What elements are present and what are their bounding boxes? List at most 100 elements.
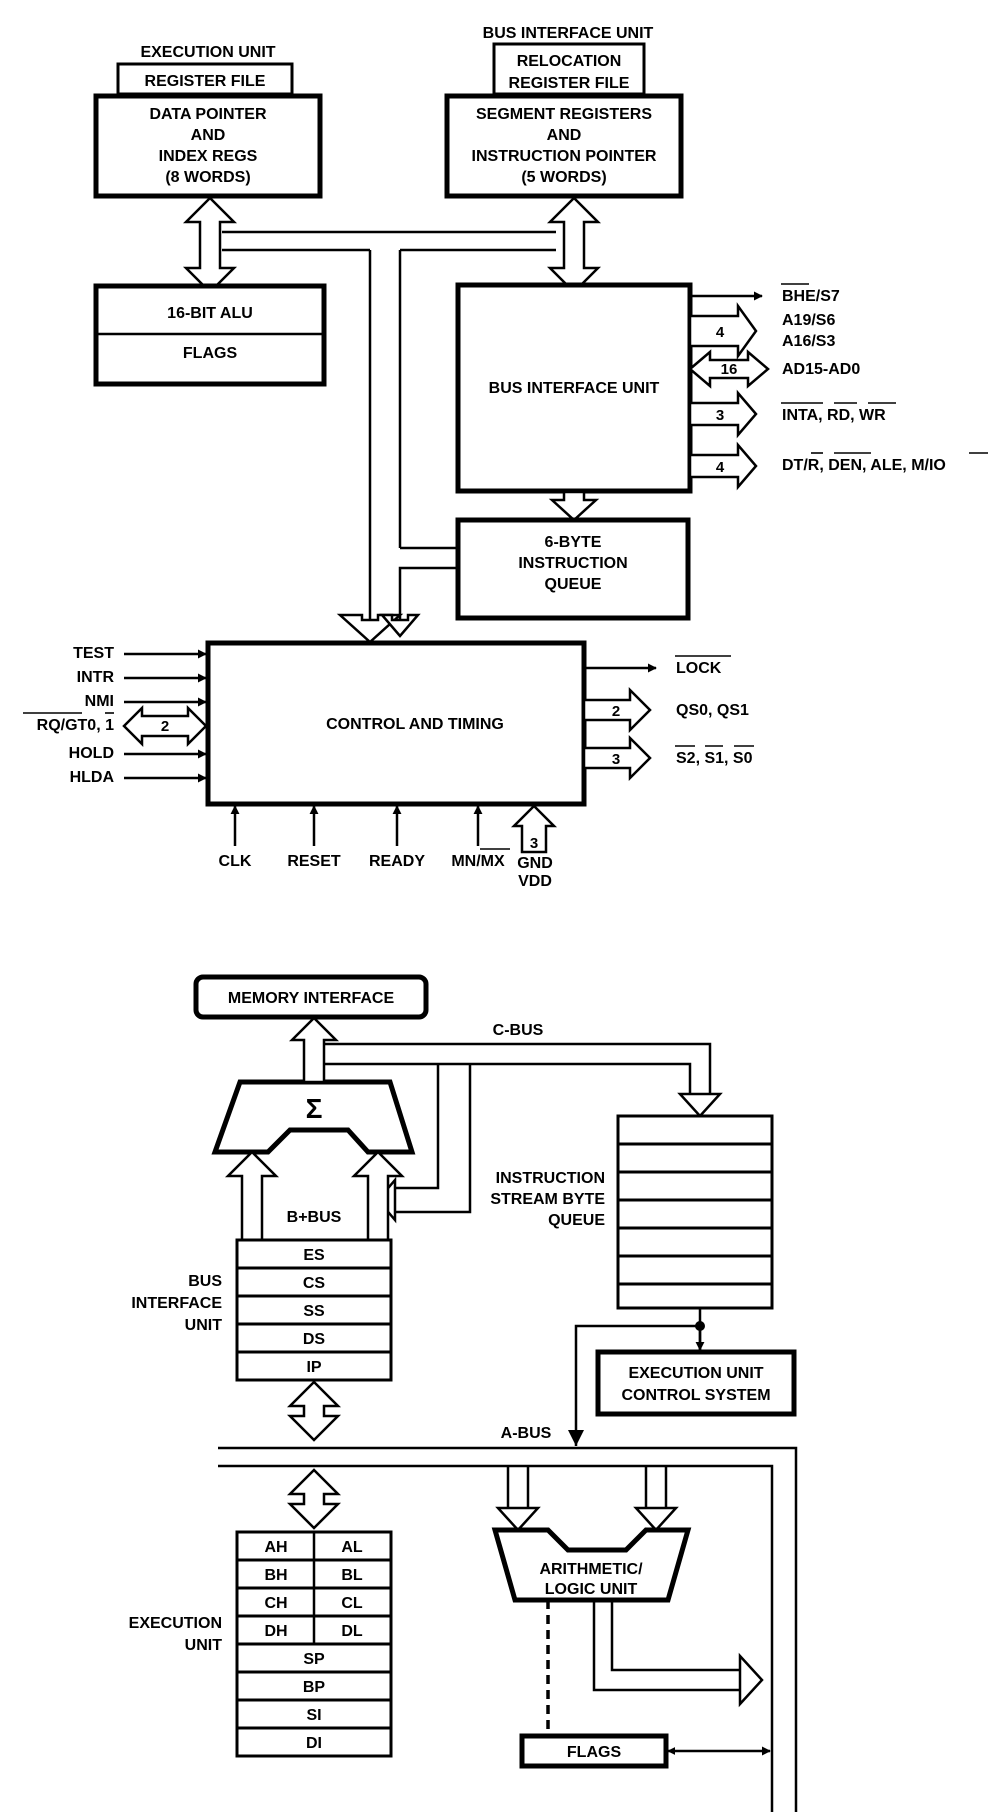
dp-alu-bus-arrow <box>182 196 238 294</box>
reg-sp: SP <box>303 1651 325 1668</box>
alu-label: 16-BIT ALU <box>167 305 253 322</box>
flags-lower-label: FLAGS <box>567 1744 622 1761</box>
ready-label: READY <box>369 853 425 870</box>
biu-outputs: BHE/S7 4 A19/S6 A16/S3 16 AD15-AD0 3 INT… <box>688 283 988 491</box>
bbus-right-arrow <box>350 1150 406 1242</box>
mnmx-label: MN/MX <box>451 853 505 870</box>
flags-box <box>519 1733 669 1769</box>
bbus-left-arrow <box>224 1150 280 1242</box>
vdd-label: VDD <box>518 873 552 890</box>
relocation-line: REGISTER FILE <box>509 75 630 92</box>
relocation-line: RELOCATION <box>517 53 622 70</box>
test-label: TEST <box>73 645 114 662</box>
eu-lower-label: UNIT <box>185 1637 223 1654</box>
memory-interface-label: MEMORY INTERFACE <box>228 990 395 1007</box>
queue-line: 6-BYTE <box>545 534 602 551</box>
inta-width: 3 <box>716 407 724 424</box>
address-label: A19/S6 <box>782 312 835 329</box>
control-outputs: LOCK 2 QS0, QS1 3 S2, S1, S0 <box>582 655 754 782</box>
isbq-label: INSTRUCTION <box>496 1170 605 1187</box>
alu-label-lower: ARITHMETIC/ <box>539 1561 643 1578</box>
reg-es: ES <box>303 1247 325 1264</box>
qs-label: QS0, QS1 <box>676 702 749 719</box>
memory-up-arrow <box>288 1016 340 1084</box>
queue-line: INSTRUCTION <box>518 555 627 572</box>
hlda-label: HLDA <box>70 769 115 786</box>
lock-label: LOCK <box>676 660 722 677</box>
reg-cl: CL <box>341 1595 363 1612</box>
reg-bh: BH <box>264 1567 287 1584</box>
s-width: 3 <box>612 751 620 768</box>
data-pointer-line: DATA POINTER <box>149 106 266 123</box>
dt-width: 4 <box>716 459 725 476</box>
gnd-label: GND <box>517 855 553 872</box>
reset-label: RESET <box>287 853 341 870</box>
abus-regs-arrow <box>286 1468 342 1530</box>
qs-width: 2 <box>612 703 620 720</box>
c-bus-arrowhead <box>677 1092 723 1118</box>
rqgt-arrow <box>122 704 208 748</box>
sigma-label: Σ <box>306 1093 323 1124</box>
s-label: S2, S1, S0 <box>676 750 753 767</box>
ad-bus-arrow <box>688 349 770 389</box>
reg-ip: IP <box>306 1359 321 1376</box>
address-label-2: A16/S3 <box>782 333 835 350</box>
reg-ss: SS <box>303 1303 325 1320</box>
segment-line: (5 WORDS) <box>521 169 606 186</box>
biu-lower-label: INTERFACE <box>131 1295 222 1312</box>
hold-label: HOLD <box>69 745 114 762</box>
rqgt-label: RQ/GT0, 1 <box>37 717 114 734</box>
power-arrow <box>510 804 558 854</box>
segment-line: SEGMENT REGISTERS <box>476 106 652 123</box>
instruction-queue-box <box>455 517 691 621</box>
segment-biu-bus-arrow <box>546 196 602 294</box>
nmi-label: NMI <box>85 693 114 710</box>
c-bus-label: C-BUS <box>493 1022 544 1039</box>
dt-den-arrow <box>688 441 758 491</box>
sigma-adder <box>211 1079 416 1155</box>
isbq-label: STREAM BYTE <box>490 1191 605 1208</box>
reg-ch: CH <box>264 1595 287 1612</box>
eu-control-box <box>595 1349 797 1417</box>
control-inputs: TEST INTR NMI RQ/GT0, 1 2 HOLD HLDA <box>23 645 208 786</box>
alu-shape <box>491 1527 692 1603</box>
ad-label: AD15-AD0 <box>782 361 860 378</box>
alu-in-right-arrowhead <box>633 1506 679 1532</box>
power-width: 3 <box>530 835 538 852</box>
segment-registers-box <box>444 93 684 199</box>
reg-cs: CS <box>303 1275 326 1292</box>
eu-lower-label: EXECUTION <box>129 1615 222 1632</box>
bus-interface-unit-title: BUS INTERFACE UNIT <box>483 25 654 42</box>
lower-diagram: MEMORY INTERFACE Σ C-BUS B+BUS ES <box>129 974 798 1812</box>
b-bus-label: B+BUS <box>287 1209 342 1226</box>
segment-line: INSTRUCTION POINTER <box>472 148 657 165</box>
general-registers <box>235 1530 393 1758</box>
register-file-label: REGISTER FILE <box>145 73 266 90</box>
segment-register-stack: ES CS SS DS IP <box>235 1238 393 1382</box>
reg-si: SI <box>306 1707 321 1724</box>
bottom-inputs: CLK RESET READY MN/MX 3 GND VDD <box>219 804 558 890</box>
intr-label: INTR <box>77 669 115 686</box>
qs-arrow <box>582 686 652 734</box>
bhe-label: BHE/S7 <box>782 288 840 305</box>
biu-label: BUS INTERFACE UNIT <box>489 380 660 397</box>
data-pointer-line: (8 WORDS) <box>165 169 250 186</box>
data-pointer-line: INDEX REGS <box>159 148 258 165</box>
control-timing-label: CONTROL AND TIMING <box>326 716 504 733</box>
data-pointer-box <box>93 93 323 199</box>
eu-control-label: CONTROL SYSTEM <box>621 1387 770 1404</box>
memory-interface-box <box>193 974 429 1020</box>
rqgt-width: 2 <box>161 718 169 735</box>
biu-lower-label: BUS <box>188 1273 222 1290</box>
data-pointer-line: AND <box>191 127 226 144</box>
inta-rd-wr-arrow <box>688 389 758 439</box>
reg-dl: DL <box>341 1623 363 1640</box>
isbq-label: QUEUE <box>548 1212 605 1229</box>
reg-bl: BL <box>341 1567 363 1584</box>
segment-line: AND <box>547 127 582 144</box>
alu-out-arrowhead <box>738 1652 764 1708</box>
control-timing-box <box>205 640 587 807</box>
internal-bus <box>222 230 556 644</box>
alu-in-left-arrowhead <box>495 1506 541 1532</box>
